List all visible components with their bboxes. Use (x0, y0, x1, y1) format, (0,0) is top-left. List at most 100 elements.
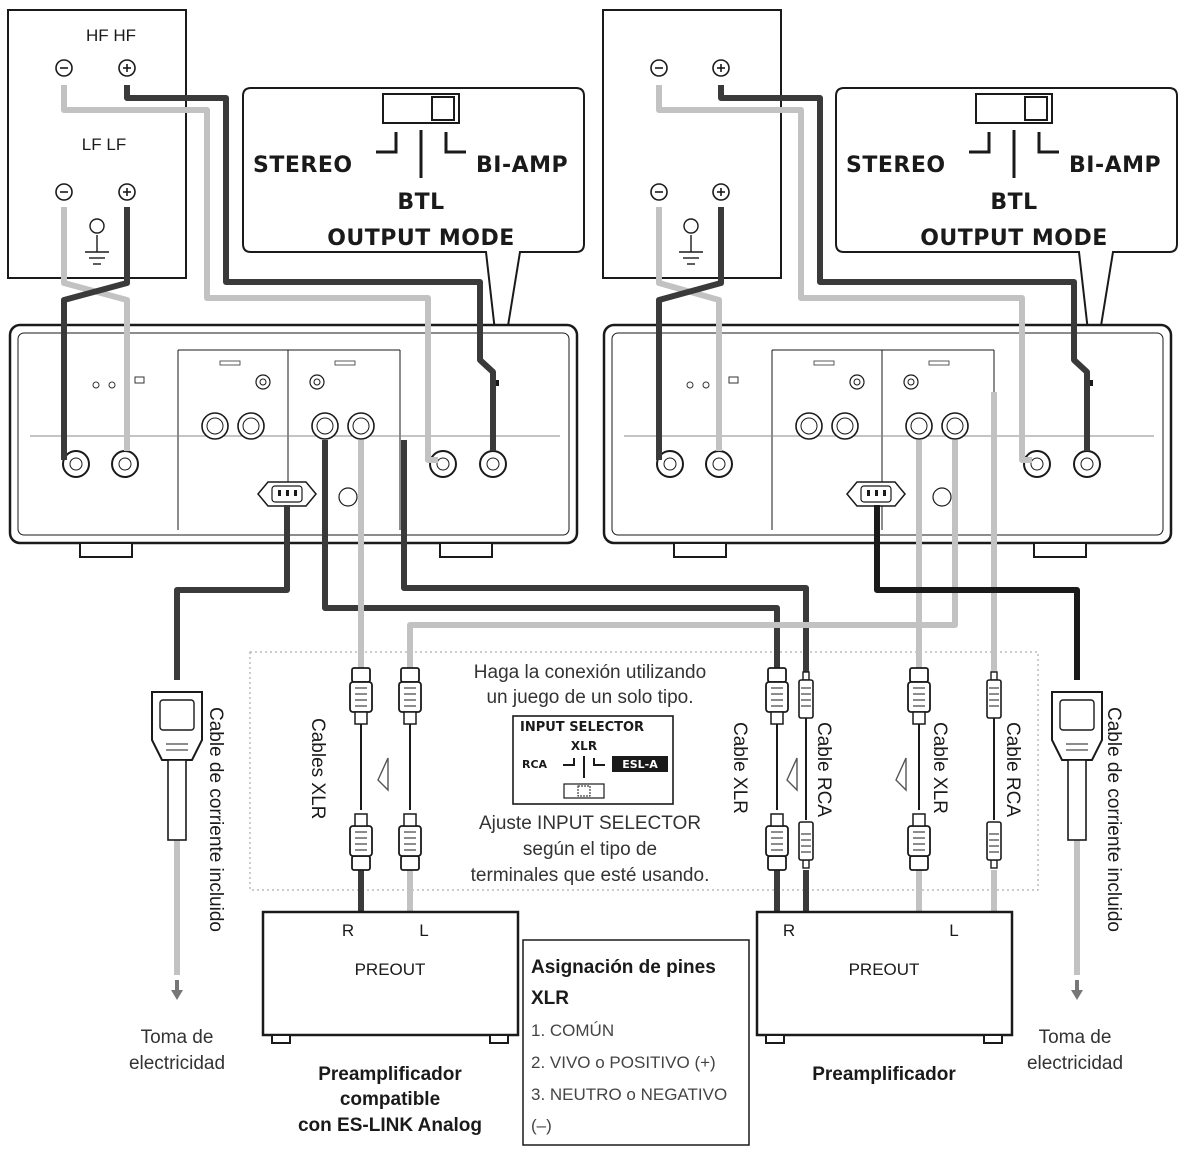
outlet-label-1: Toma de (141, 1027, 214, 1048)
xlr-connector-icon (907, 667, 931, 871)
slide-switch-icon (975, 93, 1053, 124)
rca-cable-label: Cable RCA (813, 722, 834, 817)
bi-amp-label: BI-AMP (1069, 153, 1161, 178)
center-note: Haga la conexión utilizando un juego de … (471, 662, 710, 886)
direction-arrow-icon (786, 757, 798, 792)
xlr-jack-icon (795, 412, 823, 440)
preamp-r-label: R (342, 921, 354, 940)
pin-title-1: Asignación de pines (531, 957, 716, 978)
output-mode-callout-right: STEREO BI-AMP BTL OUTPUT MODE (835, 87, 1178, 376)
xlr-jack-icon (237, 412, 265, 440)
connection-zone (249, 651, 1039, 891)
speaker-post-icon (429, 450, 457, 478)
esl-label: ESL-A (622, 758, 658, 771)
output-mode-title: OUTPUT MODE (327, 226, 515, 251)
plus-terminal-icon (118, 183, 136, 201)
ac-inlet-icon (846, 481, 906, 507)
preamp-l-label: L (949, 921, 958, 940)
outlet-label-1: Toma de (1039, 1027, 1112, 1048)
cables (61, 85, 1090, 975)
preamp-l-label: L (419, 921, 428, 940)
plus-terminal-icon (712, 183, 730, 201)
xlr-jack-icon (347, 412, 375, 440)
plus-terminal-icon (118, 59, 136, 77)
pin-item: 3. NEUTRO o NEGATIVO (531, 1085, 727, 1104)
rca-label: RCA (522, 758, 548, 771)
xlr-connector-icon (765, 667, 789, 871)
btl-label: BTL (990, 190, 1037, 215)
speaker-post-icon (656, 450, 684, 478)
preamp-caption-1: Preamplificador (318, 1064, 462, 1085)
xlr-jack-icon (941, 412, 969, 440)
preamp-right: R L PREOUT Preamplificador (755, 910, 1014, 1085)
minus-terminal-icon (650, 183, 668, 201)
outlet-label-2: electricidad (1027, 1053, 1123, 1074)
ac-inlet-icon (257, 481, 317, 507)
note-line-2: un juego de un solo tipo. (486, 687, 693, 708)
output-mode-title: OUTPUT MODE (920, 226, 1108, 251)
xlr-cables-label: Cables XLR (307, 718, 328, 819)
bi-amp-label: BI-AMP (476, 153, 568, 178)
preamp-r-label: R (783, 921, 795, 940)
note-line-1: Haga la conexión utilizando (474, 662, 706, 683)
ground-icon (679, 218, 703, 265)
pin-item: (–) (531, 1116, 552, 1135)
minus-terminal-icon (55, 183, 73, 201)
speaker-terminal-panel-left: HF HF LF LF (7, 9, 187, 279)
speaker-post-icon (705, 450, 733, 478)
pin-item: 2. VIVO o POSITIVO (+) (531, 1053, 716, 1072)
stereo-label: STEREO (253, 153, 353, 178)
xlr-connector-icon (398, 667, 422, 871)
xlr-jack-icon (201, 412, 229, 440)
direction-arrow-icon (377, 757, 389, 792)
preamp-left: R L PREOUT Preamplificador compatible co… (261, 910, 520, 1136)
output-mode-callout-left: STEREO BI-AMP BTL OUTPUT MODE (242, 87, 585, 376)
rca-connector-icon (798, 671, 814, 869)
input-selector-title: INPUT SELECTOR (520, 720, 644, 735)
stereo-label: STEREO (846, 153, 946, 178)
power-plug-icon (1051, 691, 1103, 841)
down-arrow-icon (171, 980, 183, 1000)
xlr-cable-label: Cable XLR (929, 722, 950, 814)
pin-title-2: XLR (531, 988, 569, 1009)
power-cable-label: Cable de corriente incluido (205, 707, 226, 932)
outlet-label-2: electricidad (129, 1053, 225, 1074)
rca-cable-label: Cable RCA (1002, 722, 1023, 817)
input-selector-diagram: INPUT SELECTOR XLR RCA ESL-A (512, 715, 674, 805)
minus-terminal-icon (55, 59, 73, 77)
power-cable-label: Cable de corriente incluido (1103, 707, 1124, 932)
down-arrow-icon (1071, 980, 1083, 1000)
ground-icon (85, 218, 109, 265)
lf-label: LF LF (82, 135, 126, 154)
preamp-caption-3: con ES-LINK Analog (298, 1115, 482, 1136)
btl-label: BTL (397, 190, 444, 215)
xlr-jack-icon (311, 412, 339, 440)
xlr-label: XLR (571, 739, 597, 753)
speaker-post-icon (111, 450, 139, 478)
power-plug-icon (151, 691, 203, 841)
xlr-jack-icon (905, 412, 933, 440)
preout-label: PREOUT (355, 960, 426, 979)
preamp-caption-2: compatible (340, 1089, 440, 1110)
plus-terminal-icon (712, 59, 730, 77)
speaker-terminal-panel-right (602, 9, 782, 279)
note-bottom-3: terminales que esté usando. (471, 865, 710, 886)
xlr-cable-label: Cable XLR (729, 722, 750, 814)
amplifier-rear-panel-right (602, 323, 1173, 558)
slide-switch-icon (382, 93, 460, 124)
rca-connector-icon (986, 671, 1002, 869)
note-bottom-1: Ajuste INPUT SELECTOR (479, 813, 701, 834)
speaker-post-icon (62, 450, 90, 478)
xlr-pin-assignment: Asignación de pines XLR 1. COMÚN 2. VIVO… (522, 939, 750, 1146)
speaker-post-icon (1073, 450, 1101, 478)
note-bottom-2: según el tipo de (523, 839, 657, 860)
pin-item: 1. COMÚN (531, 1021, 614, 1040)
xlr-jack-icon (831, 412, 859, 440)
preout-label: PREOUT (849, 960, 920, 979)
minus-terminal-icon (650, 59, 668, 77)
speaker-post-icon (1023, 450, 1051, 478)
xlr-connector-icon (349, 667, 373, 871)
preamp-caption-1: Preamplificador (812, 1064, 956, 1085)
direction-arrow-icon (895, 757, 907, 792)
